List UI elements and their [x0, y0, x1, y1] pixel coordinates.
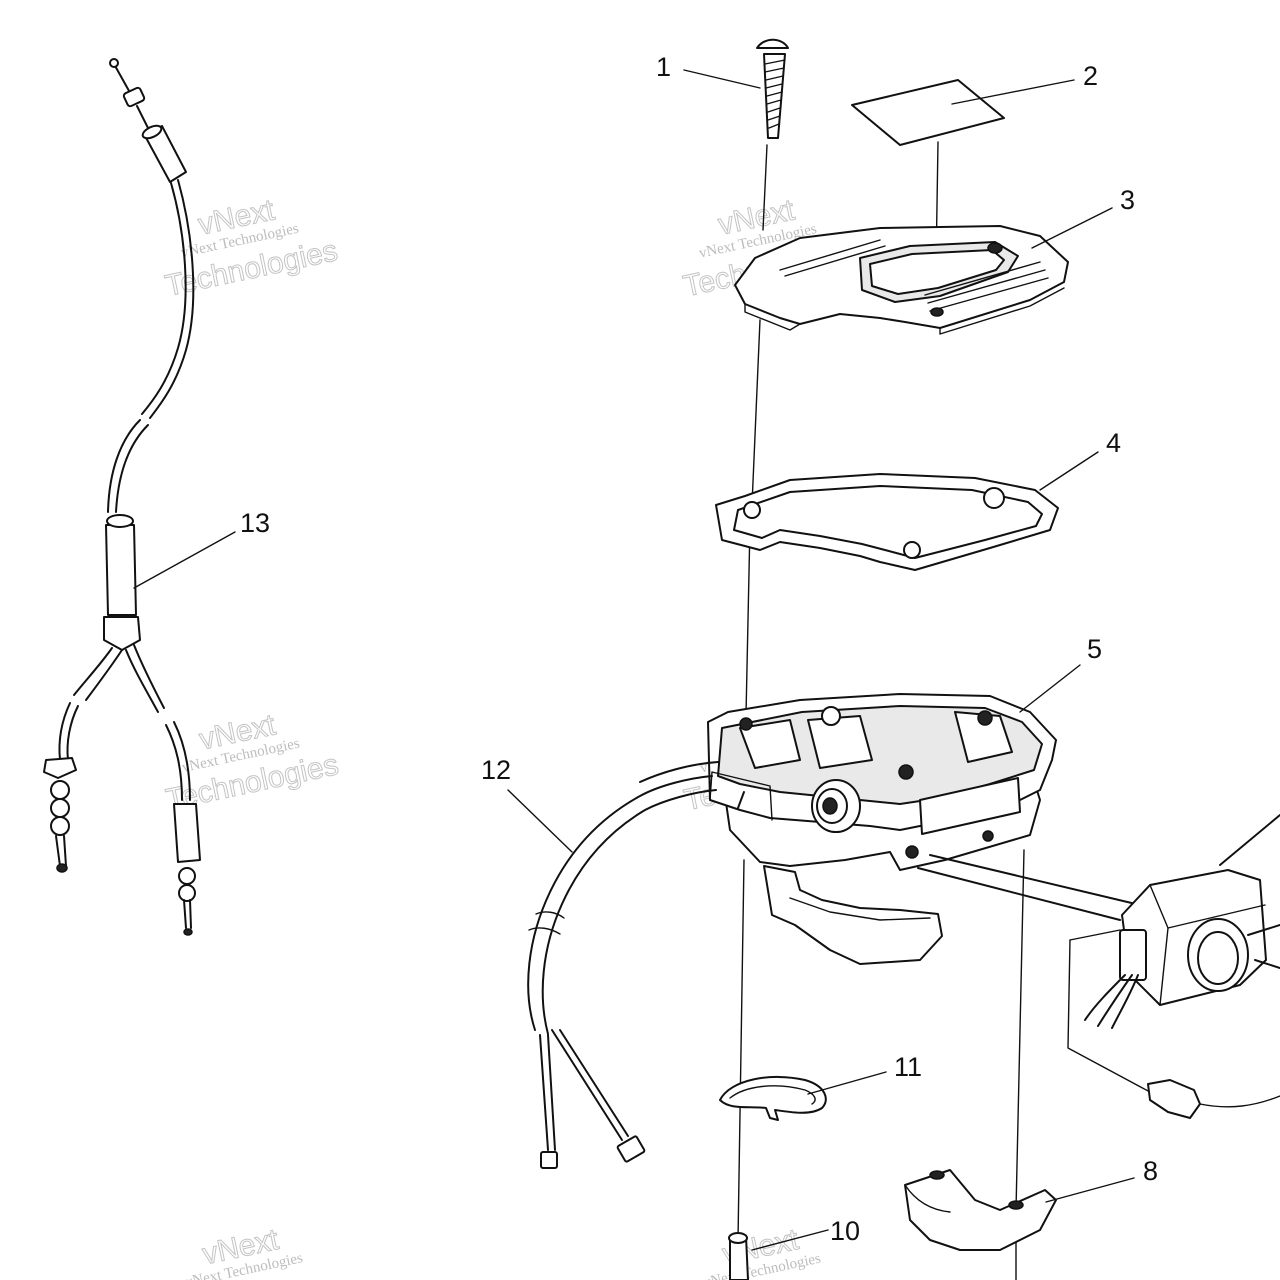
label-1: 1	[656, 52, 671, 82]
decal-part-2	[851, 79, 1005, 146]
watermark-bottom-center: vNext vNext Technologies	[702, 1222, 823, 1280]
label-4: 4	[1106, 428, 1121, 458]
handlebar-switch-assembly	[917, 814, 1280, 1119]
label-2: 2	[1083, 61, 1098, 91]
gasket-part-4	[715, 473, 1059, 571]
throttle-cable-part-13	[43, 58, 201, 936]
label-11: 11	[894, 1052, 922, 1082]
watermark-bottom-left: vNext vNext Technologies	[184, 1222, 305, 1280]
label-5: 5	[1087, 634, 1102, 664]
cover-part-3	[734, 225, 1069, 335]
screw-part-10	[728, 1232, 749, 1280]
clamp-part-8	[904, 1169, 1057, 1251]
watermark-mid-left: vNext vNext Technologies Technologies	[163, 708, 342, 818]
label-12: 12	[481, 755, 511, 785]
alignment-lines	[737, 141, 1025, 1280]
throttle-housing-part-5	[707, 693, 1057, 965]
screw-part-1	[756, 38, 789, 139]
leader-lines	[133, 69, 1135, 1251]
watermark-top-left: vNext vNext Technologies Technologies	[162, 193, 341, 304]
clip-part-11	[719, 1076, 827, 1121]
label-8: 8	[1143, 1156, 1158, 1186]
label-10: 10	[830, 1216, 860, 1246]
label-13: 13	[240, 508, 270, 538]
label-3: 3	[1120, 185, 1135, 215]
wire-harness-part-12	[527, 761, 745, 1169]
